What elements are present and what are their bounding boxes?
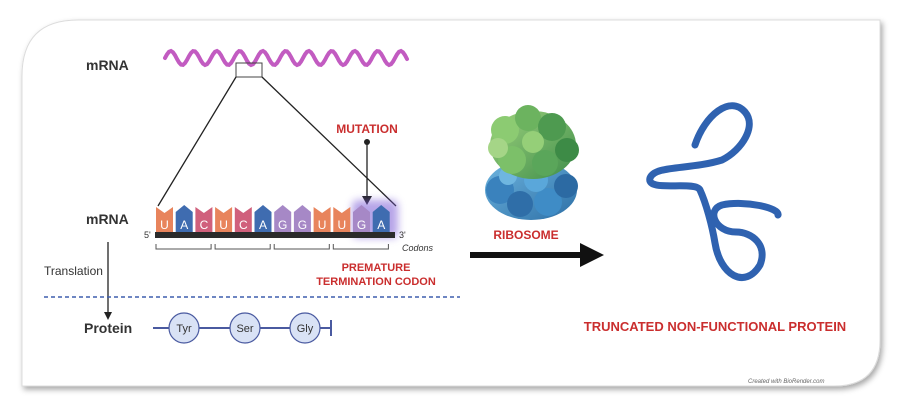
nucleotide: C	[195, 207, 213, 232]
codon-bracket	[273, 244, 330, 250]
protein-label: Protein	[84, 320, 132, 336]
nucleotide: C	[234, 207, 252, 232]
nucleotide-letter: G	[357, 218, 366, 232]
nucleotide-letter: C	[200, 218, 209, 232]
mrna-wave	[163, 48, 409, 68]
nucleotide-letter: A	[259, 218, 267, 232]
mrna-strand-label: mRNA	[86, 211, 129, 227]
codon-bracket	[332, 244, 389, 250]
amino-acid-label: Tyr	[176, 323, 192, 335]
codon-bracket	[155, 244, 212, 250]
nucleotide: A	[372, 205, 390, 232]
codon-brackets	[155, 244, 389, 250]
amino-acid-label: Ser	[236, 323, 253, 335]
nucleotide: G	[293, 205, 311, 232]
truncated-protein-label: TRUNCATED NON-FUNCTIONAL PROTEIN	[584, 319, 846, 334]
nucleotide: U	[215, 207, 233, 232]
background-panel	[21, 19, 881, 387]
nucleotide: A	[254, 205, 272, 232]
amino-acid: Gly	[289, 312, 321, 344]
right-arrow-icon	[470, 243, 604, 267]
nucleotide-letter: G	[278, 218, 287, 232]
mrna-backbone	[155, 232, 395, 238]
nucleotide-letter: A	[377, 218, 385, 232]
mrna-top-label: mRNA	[86, 57, 129, 73]
nucleotide-letter: A	[180, 218, 188, 232]
amino-acid: Tyr	[168, 312, 200, 344]
nucleotide: U	[313, 207, 331, 232]
protein-chain-icon	[646, 102, 782, 281]
nucleotide: G	[274, 205, 292, 232]
zoom-line-right	[261, 76, 397, 207]
amino-acid-chain: Tyr Ser Gly	[168, 312, 321, 344]
premature-label-line1: PREMATURE	[342, 262, 411, 274]
nucleotide-letter: U	[337, 218, 346, 232]
codon-bracket	[214, 244, 271, 250]
amino-acid-label: Gly	[297, 323, 314, 335]
nucleotide: U	[333, 207, 351, 232]
ribosome-icon	[485, 105, 579, 220]
translation-label: Translation	[44, 264, 103, 278]
five-prime-label: 5'	[144, 230, 151, 240]
nucleotide: U	[156, 207, 173, 232]
translation-arrow-head	[104, 312, 112, 320]
three-prime-label: 3'	[399, 230, 406, 240]
nucleotide-letter: C	[239, 218, 248, 232]
nucleotide-letter: G	[298, 218, 307, 232]
zoom-box	[235, 62, 263, 78]
nucleotide-letter: U	[219, 218, 228, 232]
zoom-line-left	[157, 76, 237, 207]
ribosome-label: RIBOSOME	[493, 228, 558, 242]
nucleotide: A	[175, 205, 193, 232]
amino-acid: Ser	[229, 312, 261, 344]
nucleotide-letter: U	[318, 218, 327, 232]
nucleotide-letter: U	[160, 218, 169, 232]
codons-label: Codons	[402, 243, 434, 253]
nucleotide: G	[353, 205, 370, 232]
premature-label-line2: TERMINATION CODON	[316, 276, 436, 288]
mutation-label: MUTATION	[336, 122, 398, 136]
credit-text: Created with BioRender.com	[748, 379, 824, 385]
